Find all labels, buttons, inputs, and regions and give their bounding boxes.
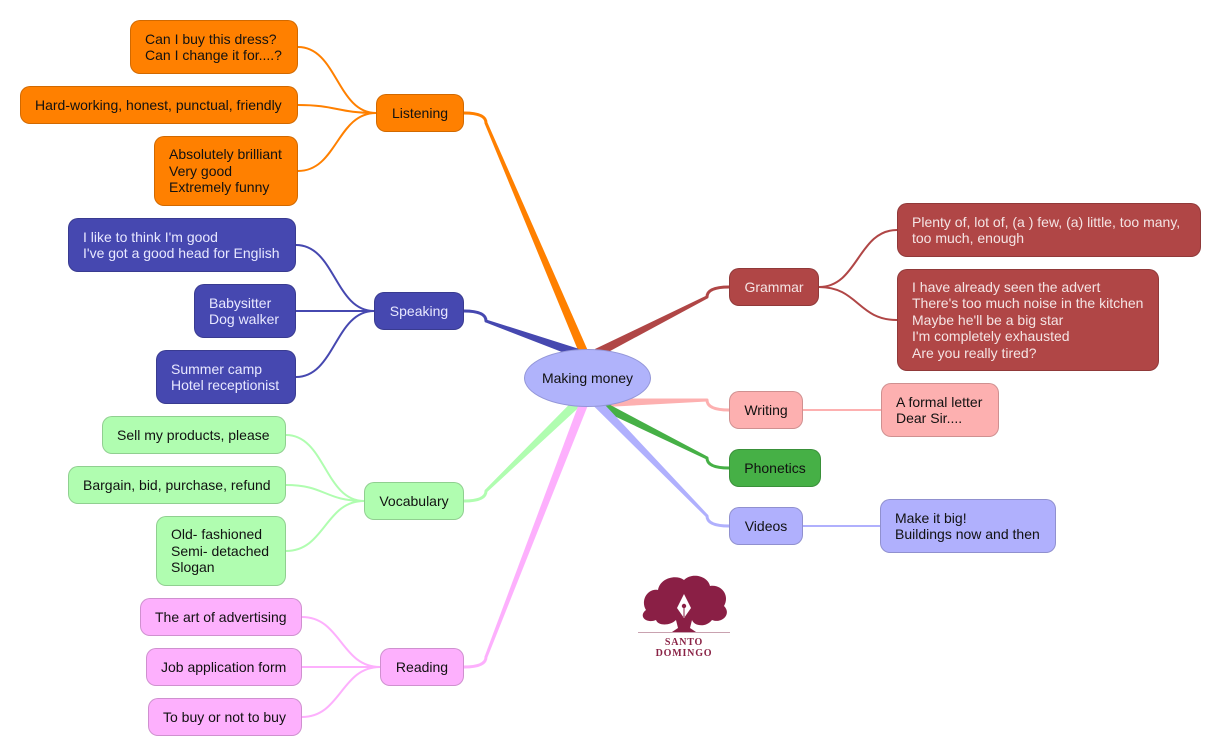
central-topic[interactable]: Making money [524,349,651,407]
trunk-elbow-videos [705,514,731,528]
subtopic-text: To buy or not to buy [163,708,286,725]
subtopic-videos-0[interactable]: Make it big! Buildings now and then [880,499,1056,553]
subtopic-speaking-0[interactable]: I like to think I'm good I've got a good… [68,218,296,272]
subtopic-reading-1[interactable]: Job application form [146,648,302,686]
trunk-elbow-speaking [462,309,488,323]
subtopic-vocabulary-2[interactable]: Old- fashioned Semi- detached Slogan [156,516,286,586]
branch-vocabulary[interactable]: Vocabulary [364,482,464,520]
subtopic-text: Summer camp Hotel receptionist [171,360,280,394]
subtopic-reading-2[interactable]: To buy or not to buy [148,698,302,736]
trunk-videos [593,399,709,518]
connector-listening-2 [297,112,377,172]
subtopic-speaking-2[interactable]: Summer camp Hotel receptionist [156,350,296,404]
subtopic-listening-1[interactable]: Hard-working, honest, punctual, friendly [20,86,298,124]
trunk-vocabulary [484,399,581,493]
subtopic-grammar-1[interactable]: I have already seen the advert There's t… [897,269,1159,371]
connector-vocabulary-0 [285,434,365,502]
branch-label: Speaking [389,302,449,319]
subtopic-grammar-0[interactable]: Plenty of, lot of, (a ) few, (a) little,… [897,203,1201,257]
trunk-listening [484,122,589,355]
trunk-reading [484,401,589,658]
connector-listening-1 [297,104,377,114]
connector-vocabulary-1 [285,484,365,502]
branch-reading[interactable]: Reading [380,648,464,686]
trunk-speaking [485,319,579,358]
trunk-elbow-grammar [705,285,731,299]
subtopic-text: Old- fashioned Semi- detached Slogan [171,526,270,576]
trunk-elbow-listening [462,111,488,125]
branch-videos[interactable]: Videos [729,507,803,545]
connector-reading-0 [301,616,381,668]
branch-grammar[interactable]: Grammar [729,268,819,306]
subtopic-text: Job application form [161,658,287,675]
branch-label: Vocabulary [379,492,449,509]
connector-reading-2 [301,666,381,718]
trunk-elbow-phonetics [705,456,731,470]
connector-listening-0 [297,46,377,114]
subtopic-text: Can I buy this dress? Can I change it fo… [145,30,282,64]
trunk-elbow-reading [462,655,488,669]
subtopic-text: Babysitter Dog walker [209,294,280,328]
subtopic-text: Make it big! Buildings now and then [895,509,1040,543]
subtopic-text: A formal letter Dear Sir.... [896,393,983,427]
connector-speaking-2 [295,310,375,378]
logo-divider [638,632,730,633]
trunk-elbow-writing [705,398,731,412]
branch-label: Listening [391,104,449,121]
branch-label: Phonetics [744,459,806,476]
subtopic-reading-0[interactable]: The art of advertising [140,598,302,636]
subtopic-text: Bargain, bid, purchase, refund [83,476,271,493]
central-topic-label: Making money [541,370,634,386]
subtopic-listening-0[interactable]: Can I buy this dress? Can I change it fo… [130,20,298,74]
branch-label: Grammar [744,278,804,295]
trunk-elbow-vocabulary [462,489,488,503]
branch-label: Reading [395,658,449,675]
trunk-grammar [594,295,708,358]
trunk-phonetics [594,398,708,460]
subtopic-text: Absolutely brilliant Very good Extremely… [169,146,282,196]
connector-vocabulary-2 [285,500,365,552]
subtopic-text: I like to think I'm good I've got a good… [83,228,280,262]
connector-grammar-0 [818,229,898,288]
subtopic-text: Plenty of, lot of, (a ) few, (a) little,… [912,213,1181,247]
subtopic-speaking-1[interactable]: Babysitter Dog walker [194,284,296,338]
subtopic-writing-0[interactable]: A formal letter Dear Sir.... [881,383,999,437]
connector-speaking-0 [295,244,375,312]
branch-phonetics[interactable]: Phonetics [729,449,821,487]
branch-listening[interactable]: Listening [376,94,464,132]
branch-label: Videos [744,517,788,534]
logo-text: SANTO DOMINGO [655,637,713,659]
subtopic-text: The art of advertising [155,608,287,625]
branch-label: Writing [744,401,788,418]
branch-speaking[interactable]: Speaking [374,292,464,330]
subtopic-text: Hard-working, honest, punctual, friendly [35,96,282,113]
subtopic-text: I have already seen the advert There's t… [912,278,1144,361]
tree-pen-logo-icon [642,575,727,632]
subtopic-vocabulary-1[interactable]: Bargain, bid, purchase, refund [68,466,286,504]
subtopic-text: Sell my products, please [117,426,270,443]
branch-writing[interactable]: Writing [729,391,803,429]
connector-grammar-1 [818,286,898,321]
subtopic-vocabulary-0[interactable]: Sell my products, please [102,416,286,454]
subtopic-listening-2[interactable]: Absolutely brilliant Very good Extremely… [154,136,298,206]
